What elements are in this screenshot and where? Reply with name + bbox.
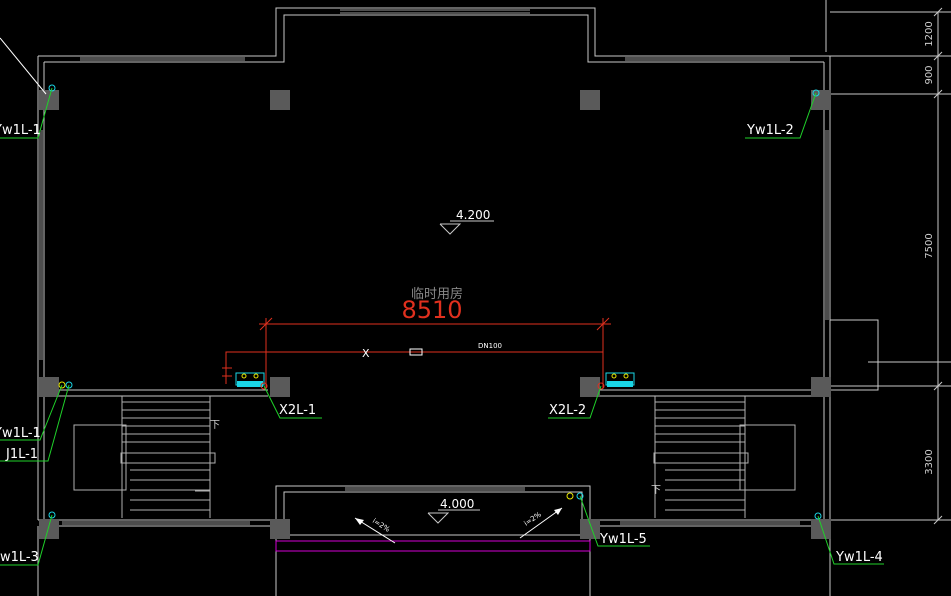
slope-arrow-left: i=2%	[354, 517, 396, 544]
roof-gutter	[275, 540, 591, 552]
dimension-7500: 7500	[924, 233, 935, 258]
riser-label-yw1l-1-top: Yw1L-1	[0, 123, 41, 138]
svg-text:i=2%: i=2%	[523, 510, 543, 527]
top-left-diagonal-leader	[0, 37, 47, 95]
staircase-left	[73, 396, 216, 518]
riser-label-yw1l-1-left: Yw1L-1	[0, 426, 41, 441]
drain-pipe	[222, 348, 603, 384]
riser-label-yw1l-5: Yw1L-5	[599, 532, 647, 547]
dimension-900: 900	[924, 65, 935, 84]
riser-label-yw1l-3: Yw1L-3	[0, 550, 39, 565]
pipe-length-label: 8510	[401, 296, 462, 324]
level-mark-lower: 4.000	[427, 497, 480, 524]
dimension-3300: 3300	[924, 449, 935, 474]
dimension-1200: 1200	[924, 21, 935, 46]
fixture-right	[605, 372, 635, 387]
svg-text:i=2%: i=2%	[371, 517, 392, 534]
pipe-diameter-label: DN100	[478, 342, 502, 350]
top-right-ticks	[905, 11, 951, 57]
level-mark-upper: 4.200	[439, 208, 494, 235]
svg-text:4.200: 4.200	[456, 208, 490, 222]
fixture-left	[235, 372, 265, 387]
riser-label-x2l-2: X2L-2	[549, 403, 586, 418]
stair-down-mark-right: 下	[651, 485, 661, 496]
staircase-right	[653, 396, 796, 518]
riser-label-x2l-1: X2L-1	[279, 403, 316, 418]
riser-label-j1l-1: J1L-1	[5, 447, 38, 462]
pipe-dimension	[259, 317, 611, 388]
windows	[39, 9, 829, 525]
svg-text:4.000: 4.000	[440, 497, 474, 511]
pipe-marker-x: X	[362, 347, 370, 360]
riser-markers	[48, 84, 822, 520]
leader-lines	[0, 87, 884, 566]
riser-label-yw1l-4: Yw1L-4	[835, 550, 883, 565]
riser-label-yw1l-2: Yw1L-2	[746, 123, 794, 138]
slope-arrow-right: i=2%	[519, 507, 563, 539]
room-name: 临时用房	[411, 286, 463, 302]
stair-down-mark-left: 下	[210, 420, 220, 431]
dimension-chain	[933, 7, 943, 525]
building-walls	[37, 0, 951, 596]
